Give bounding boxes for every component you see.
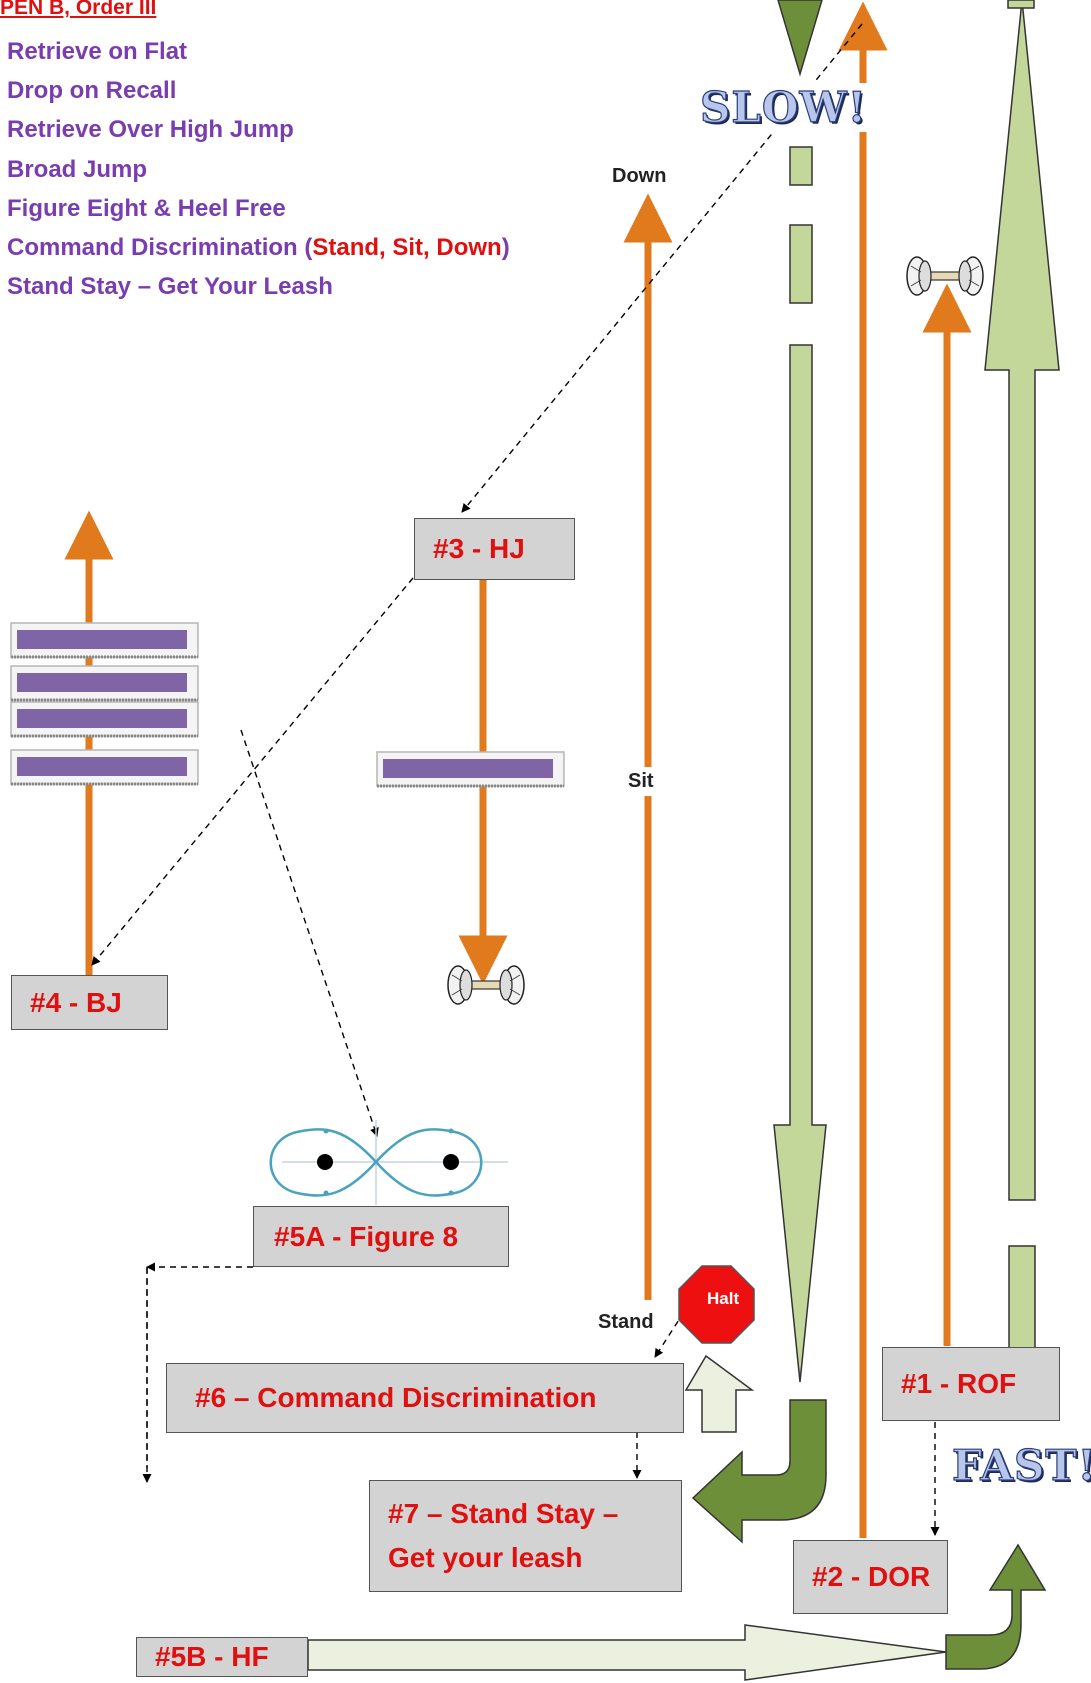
up-arrow-icon xyxy=(684,1354,755,1433)
stop-sign-icon xyxy=(678,1265,755,1344)
fast-pace-lane xyxy=(984,0,1060,1367)
broad-jump-icon xyxy=(9,621,200,786)
slow-pace-lane xyxy=(773,146,827,1383)
heel-free-arrow xyxy=(307,1624,947,1681)
station-dor: #2 - DOR xyxy=(793,1540,948,1614)
label-down: Down xyxy=(612,165,667,188)
list-item: Figure Eight & Heel Free xyxy=(7,194,286,222)
exercise-list: Retrieve on Flat Drop on Recall Retrieve… xyxy=(7,32,510,306)
stand-stay-line1: #7 – Stand Stay – xyxy=(388,1498,619,1529)
station-hj: #3 - HJ xyxy=(414,518,575,580)
station-hf: #5B - HF xyxy=(136,1637,308,1677)
slow-pace-arrow-top xyxy=(777,0,823,77)
station-figure-8: #5A - Figure 8 xyxy=(253,1206,509,1267)
halt-label: Halt xyxy=(707,1289,740,1308)
dashed-paths xyxy=(91,23,940,1536)
station-stand-stay: #7 – Stand Stay – Get your leash xyxy=(369,1480,682,1592)
slow-sign: SLOW! xyxy=(698,82,870,133)
list-item: Broad Jump xyxy=(7,155,148,183)
label-sit: Sit xyxy=(628,767,654,796)
station-command-discrimination: #6 – Command Discrimination xyxy=(166,1363,684,1433)
stand-stay-line2: Get your leash xyxy=(388,1542,583,1573)
up-turn-arrow xyxy=(945,1543,1047,1670)
station-bj: #4 - BJ xyxy=(11,975,168,1030)
dumbbell-icon xyxy=(906,256,984,296)
command-sequence: Stand, Sit, Down xyxy=(312,234,502,262)
list-item: Command Discrimination (Stand, Sit, Down… xyxy=(7,234,510,262)
list-item: Stand Stay – Get Your Leash xyxy=(7,273,333,301)
list-item: Retrieve Over High Jump xyxy=(7,116,294,144)
label-stand: Stand xyxy=(598,1311,654,1334)
dumbbell-icon xyxy=(447,965,525,1005)
high-jump-icon xyxy=(375,750,566,788)
list-item: Retrieve on Flat xyxy=(7,38,188,65)
u-turn-arrow xyxy=(691,1399,827,1544)
list-item: Drop on Recall xyxy=(7,77,177,105)
station-rof: #1 - ROF xyxy=(882,1347,1060,1421)
fast-sign: FAST! xyxy=(950,1440,1091,1491)
page-title: PEN B, Order III xyxy=(0,0,157,19)
figure-eight-icon xyxy=(269,1120,508,1205)
